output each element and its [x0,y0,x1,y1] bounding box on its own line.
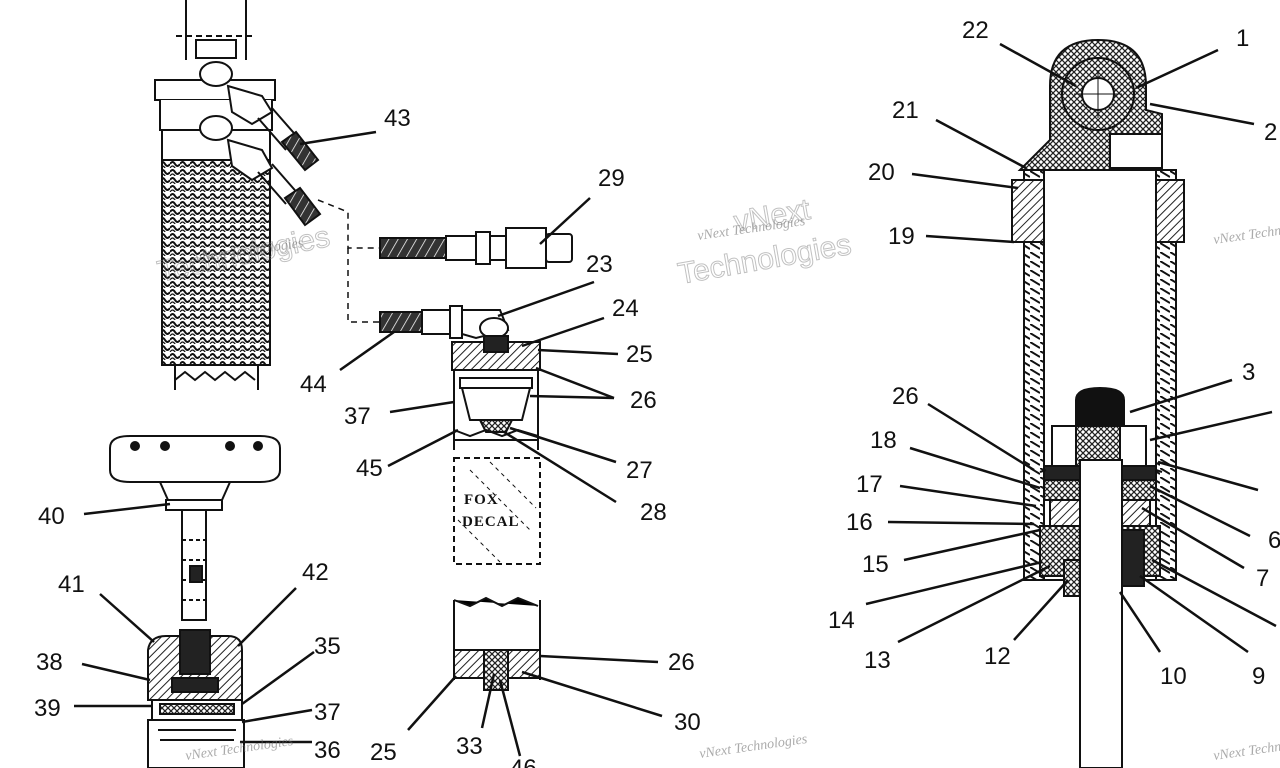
decal-line-1: FOX [464,492,499,508]
callout-28: 28 [640,499,667,526]
callout-44: 44 [300,371,327,398]
callout-2: 2 [1264,119,1277,146]
shock-body-assembly [1011,38,1185,768]
callout-3: 3 [1242,359,1255,386]
callout-43: 43 [384,105,411,132]
callout-22: 22 [962,17,989,44]
callout-30: 30 [674,709,701,736]
callout-16: 16 [846,509,873,536]
callout-38: 38 [36,649,63,676]
callout-18: 18 [870,427,897,454]
callout-15: 15 [862,551,889,578]
callout-29: 29 [598,165,625,192]
callout-12: 12 [984,643,1011,670]
hose-29 [379,227,573,269]
callout-labels: 22 1 2 21 20 19 3 26 18 17 16 15 6 7 14 … [34,17,1280,768]
callout-45: 45 [356,455,383,482]
callout-23: 23 [586,251,613,278]
callout-10: 10 [1160,663,1187,690]
callout-36: 36 [314,737,341,764]
callout-9: 9 [1252,663,1265,690]
watermark-large-2: vNext [731,193,813,239]
callout-27: 27 [626,457,653,484]
callout-21: 21 [892,97,919,124]
callout-41: 41 [58,571,85,598]
callout-25-bottom: 25 [370,739,397,766]
reservoir-body [451,335,541,691]
callout-25-top: 25 [626,341,653,368]
callout-39: 39 [34,695,61,722]
callout-17: 17 [856,471,883,498]
callout-37-left: 37 [314,699,341,726]
callout-1: 1 [1236,25,1249,52]
leader-lines [74,42,1277,757]
callout-46: 46 [510,755,537,768]
callout-26-bottom: 26 [668,649,695,676]
callout-14: 14 [828,607,855,634]
callout-37-center: 37 [344,403,371,430]
reservoir-assembly [154,0,380,390]
callout-20: 20 [868,159,895,186]
callout-33: 33 [456,733,483,760]
callout-26-top: 26 [630,387,657,414]
callout-40: 40 [38,503,65,530]
callout-35: 35 [314,633,341,660]
callout-13: 13 [864,647,891,674]
callout-7: 7 [1256,565,1269,592]
callout-6: 6 [1268,527,1280,554]
callout-24: 24 [612,295,639,322]
watermark-4: vNext Technologies [698,732,808,762]
callout-42: 42 [302,559,329,586]
adjuster-knob-assembly [109,435,281,768]
watermark-6: vNext Technologies [1212,734,1280,764]
watermark-3: vNext Technologies [1212,218,1280,248]
decal-line-2: DECAL [462,514,520,530]
callout-19: 19 [888,223,915,250]
callout-26-right: 26 [892,383,919,410]
hose-44 [379,305,510,340]
